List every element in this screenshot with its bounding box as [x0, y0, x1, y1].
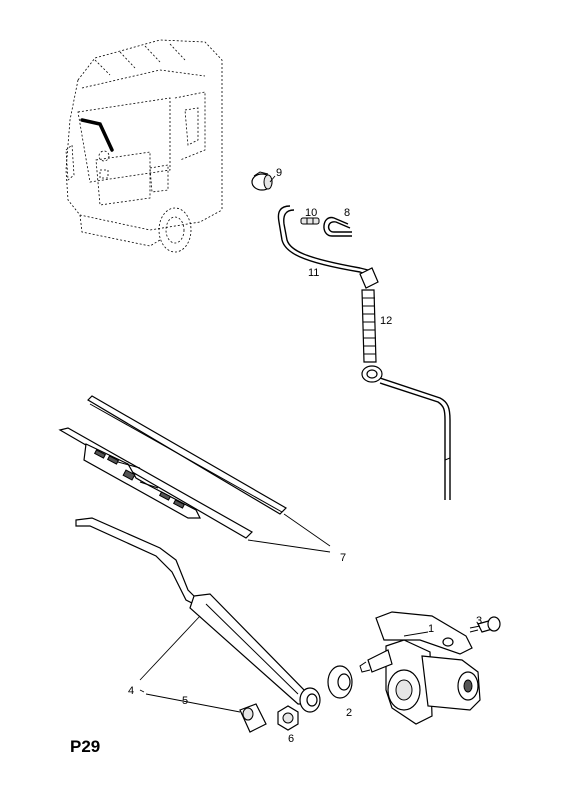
wiper-blade: [58, 427, 253, 539]
callout-3: 3: [476, 615, 482, 627]
arm-cover-cap: [239, 703, 267, 733]
page-code: P29: [70, 737, 100, 756]
callout-12: 12: [380, 315, 392, 327]
callout-8: 8: [344, 207, 350, 219]
callout-10: 10: [305, 207, 317, 219]
hose-loop: [323, 216, 352, 237]
highlighted-wiper-on-vehicle: [80, 118, 114, 152]
wiper-motor: [359, 611, 481, 725]
vehicle-rear-illustration: [65, 39, 223, 253]
callout-1: 1: [428, 623, 434, 635]
callout-2: 2: [346, 707, 352, 719]
hose-grommet-sleeve: [359, 267, 451, 500]
wiper-blade-refill: [87, 395, 287, 515]
callout-9: 9: [276, 167, 282, 179]
hose-connector: [300, 217, 320, 225]
spindle-seal: [327, 665, 353, 699]
arm-nut: [277, 705, 299, 731]
washer-hose: [277, 205, 369, 276]
callout-4: 4: [128, 685, 134, 697]
callout-5: 5: [182, 695, 188, 707]
motor-mounting-bolt: [469, 616, 501, 633]
callout-11: 11: [308, 267, 319, 279]
washer-jet-nozzle: [251, 171, 273, 191]
callout-7: 7: [340, 552, 346, 564]
callout-6: 6: [288, 733, 294, 745]
wiper-arm: [75, 517, 321, 713]
